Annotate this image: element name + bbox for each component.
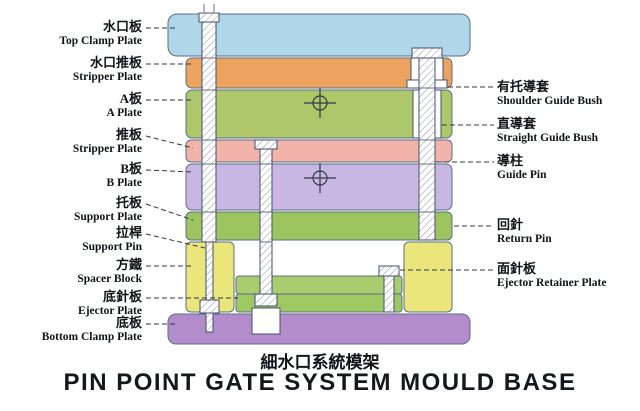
support-pin xyxy=(198,4,220,333)
center-pin xyxy=(254,139,278,307)
label-en: Spacer Block xyxy=(77,272,142,285)
center-mark-icon xyxy=(304,163,336,193)
support-pin-rod xyxy=(205,241,214,301)
label-support-plate: 托板 Support Plate xyxy=(73,195,142,224)
upper-stripper-plate xyxy=(185,57,453,89)
center-pin-head xyxy=(254,293,278,307)
label-b-plate: B板 B Plate xyxy=(106,161,142,190)
label-en: Return Pin xyxy=(497,232,552,245)
mould-plates xyxy=(167,13,471,345)
bolt-shaft xyxy=(383,275,395,313)
center-pin-shaft xyxy=(259,148,273,295)
label-ejector-plate: 底針板 Ejector Plate xyxy=(78,289,142,318)
label-upper-stripper-plate: 水口推板 Stripper Plate xyxy=(72,55,142,84)
label-middle-stripper-plate: 推板 Stripper Plate xyxy=(72,127,142,156)
label-zh: 直導套 xyxy=(497,116,537,131)
bottom-clamp-plate xyxy=(167,313,471,345)
leader-lines xyxy=(145,27,494,325)
label-zh: 有托導套 xyxy=(497,79,550,94)
support-pin-lower-head xyxy=(199,299,220,314)
label-guide-pin: 導柱 Guide Pin xyxy=(497,153,547,182)
label-shoulder-guide-bush: 有托導套 Shoulder Guide Bush xyxy=(497,79,603,108)
label-zh: 面針板 xyxy=(497,261,537,276)
label-en: Ejector Plate xyxy=(78,304,142,317)
a-plate xyxy=(185,89,453,139)
guide-pin-shaft xyxy=(418,57,436,241)
label-return-pin: 回針 Return Pin xyxy=(497,217,552,246)
label-zh: 底板 xyxy=(115,315,142,330)
label-en: Guide Pin xyxy=(497,168,547,181)
label-support-pin: 拉桿 Support Pin xyxy=(82,225,142,254)
label-en: Support Pin xyxy=(82,240,142,253)
label-en: Stripper Plate xyxy=(72,70,142,83)
label-en: Stripper Plate xyxy=(72,142,142,155)
support-pin-tail xyxy=(205,312,214,333)
diagram-title-english: PIN POINT GATE SYSTEM MOULD BASE xyxy=(63,369,577,396)
label-en: Support Plate xyxy=(73,210,142,223)
label-bottom-clamp-plate: 底板 Bottom Clamp Plate xyxy=(41,315,142,344)
label-zh: A板 xyxy=(119,91,142,106)
label-top-clamp-plate: 水口板 Top Clamp Plate xyxy=(59,19,142,48)
label-en: B Plate xyxy=(106,176,142,189)
spacer-block-right xyxy=(403,241,453,313)
label-spacer-block: 方鐵 Spacer Block xyxy=(77,257,142,286)
bolt-head xyxy=(378,265,400,277)
guide-pin xyxy=(411,47,443,241)
label-en: Shoulder Guide Bush xyxy=(497,94,603,107)
label-en: Ejector Retainer Plate xyxy=(497,276,607,289)
center-pin-collar xyxy=(254,139,278,150)
label-zh: 推板 xyxy=(115,127,142,142)
b-plate xyxy=(185,163,453,211)
label-zh: 回針 xyxy=(497,217,524,232)
return-pin-bolt xyxy=(378,265,400,313)
label-ejector-retainer-plate: 面針板 Ejector Retainer Plate xyxy=(497,261,607,290)
label-en: Straight Guide Bush xyxy=(497,131,598,144)
label-zh: 水口推板 xyxy=(89,55,142,70)
label-en: Top Clamp Plate xyxy=(59,34,142,47)
top-clamp-plate xyxy=(167,13,471,57)
support-pin-head xyxy=(198,12,220,23)
label-zh: 導柱 xyxy=(497,153,524,168)
label-en: A Plate xyxy=(106,106,142,119)
label-zh: 底針板 xyxy=(102,289,142,304)
support-pillar xyxy=(251,307,281,335)
label-zh: 水口板 xyxy=(102,19,142,34)
label-a-plate: A板 A Plate xyxy=(106,91,142,120)
support-pin-shaft xyxy=(201,21,217,243)
label-en: Bottom Clamp Plate xyxy=(41,330,142,343)
middle-stripper-plate xyxy=(185,139,453,163)
diagram-title-chinese: 細水口系統模架 xyxy=(260,353,380,372)
label-straight-guide-bush: 直導套 Straight Guide Bush xyxy=(497,116,598,145)
guide-pin-head xyxy=(411,47,443,59)
label-zh: 拉桿 xyxy=(115,225,142,240)
label-zh: B板 xyxy=(120,161,142,176)
support-plate xyxy=(185,211,453,241)
label-zh: 托板 xyxy=(115,195,142,210)
label-zh: 方鐵 xyxy=(115,257,142,272)
center-mark-icon xyxy=(304,88,336,118)
